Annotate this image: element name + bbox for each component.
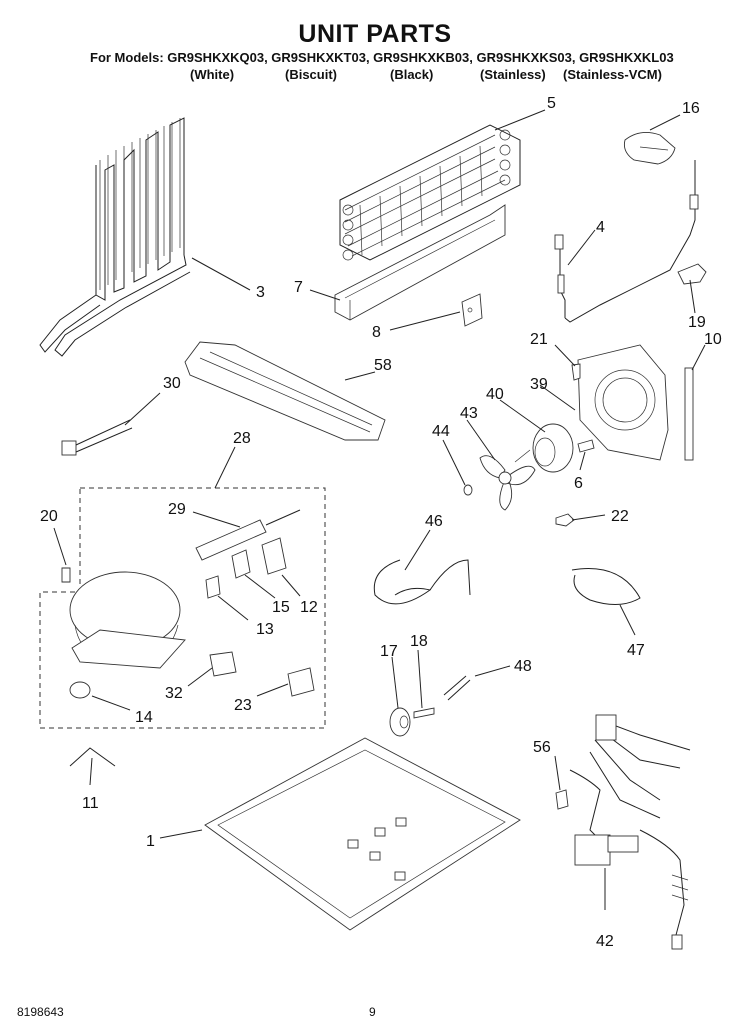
callout-4: 4 [596, 219, 605, 236]
variant-stainless: (Stainless) [480, 67, 546, 82]
caster-wheel [389, 707, 411, 737]
run-capacitor [209, 651, 237, 677]
variant-black: (Black) [390, 67, 434, 82]
foam-strip [684, 367, 694, 461]
variant-white: (White) [190, 67, 235, 82]
callout-labels: 3 5 16 4 7 8 19 21 10 58 30 39 40 43 44 … [40, 95, 722, 950]
callout-17: 17 [380, 643, 398, 660]
page-title: UNIT PARTS [298, 20, 452, 48]
page-number: 9 [369, 1005, 376, 1019]
callout-43: 43 [460, 405, 478, 422]
shroud-screw [571, 363, 581, 381]
callout-46: 46 [425, 513, 443, 530]
base-pan [204, 737, 521, 931]
start-relay [261, 537, 287, 575]
callout-32: 32 [165, 685, 183, 702]
motor-screw [577, 439, 595, 453]
mounting-pin [443, 675, 471, 701]
callout-44: 44 [432, 423, 450, 440]
mounting-bolt [61, 567, 71, 583]
fan-blade [479, 455, 536, 511]
overload-protector [231, 549, 251, 579]
sensor-wire [554, 160, 699, 323]
defrost-heater [61, 419, 133, 456]
callout-5: 5 [547, 95, 556, 112]
callout-40: 40 [486, 386, 504, 403]
callout-3: 3 [256, 284, 265, 301]
fan-washer [463, 484, 473, 496]
callout-19: 19 [688, 314, 706, 331]
wire-clip [69, 747, 116, 767]
callout-58: 58 [374, 357, 392, 374]
compressor-grommet [69, 681, 91, 699]
callout-6: 6 [574, 475, 583, 492]
callout-1: 1 [146, 833, 155, 850]
callout-56: 56 [533, 739, 551, 756]
terminal-cover [287, 667, 315, 697]
wiring-harness [569, 714, 691, 950]
filter-drier [195, 509, 301, 561]
drain-pan [184, 341, 386, 441]
models-line: For Models: GR9SHKXKQ03, GR9SHKXKT03, GR… [90, 50, 674, 65]
callout-47: 47 [627, 642, 645, 659]
callout-20: 20 [40, 508, 58, 525]
callout-42: 42 [596, 933, 614, 950]
cover-cap [623, 131, 676, 165]
harness-screw [555, 789, 569, 810]
callout-28: 28 [233, 430, 251, 447]
callout-16: 16 [682, 100, 700, 117]
callout-29: 29 [168, 501, 186, 518]
grommet [555, 513, 575, 527]
variant-stainless-vcm: (Stainless-VCM) [563, 67, 662, 82]
callout-30: 30 [163, 375, 181, 392]
condenser-coil [39, 117, 191, 357]
callout-10: 10 [704, 331, 722, 348]
drain-tube [373, 559, 471, 605]
compressor [69, 571, 186, 669]
callout-12: 12 [300, 599, 318, 616]
variant-biscuit: (Biscuit) [285, 67, 337, 82]
doc-number: 8198643 [17, 1005, 64, 1019]
callout-21: 21 [530, 331, 548, 348]
callout-15: 15 [272, 599, 290, 616]
compressor-clip [205, 575, 221, 599]
callout-22: 22 [611, 508, 629, 525]
wheel-axle [413, 707, 435, 719]
leader-lines [53, 109, 706, 910]
callout-39: 39 [530, 376, 548, 393]
fan-motor [514, 423, 574, 473]
callout-18: 18 [410, 633, 428, 650]
evaporator-coil [339, 124, 521, 261]
harness-wire [571, 568, 641, 605]
callout-8: 8 [372, 324, 381, 341]
sensor-clip [677, 263, 707, 285]
callout-13: 13 [256, 621, 274, 638]
evaporator-bracket [461, 293, 483, 327]
callout-48: 48 [514, 658, 532, 675]
callout-14: 14 [135, 709, 153, 726]
callout-23: 23 [234, 697, 252, 714]
drain-trough [334, 204, 506, 321]
callout-7: 7 [294, 279, 303, 296]
fan-shroud [577, 344, 669, 461]
callout-11: 11 [82, 795, 99, 812]
